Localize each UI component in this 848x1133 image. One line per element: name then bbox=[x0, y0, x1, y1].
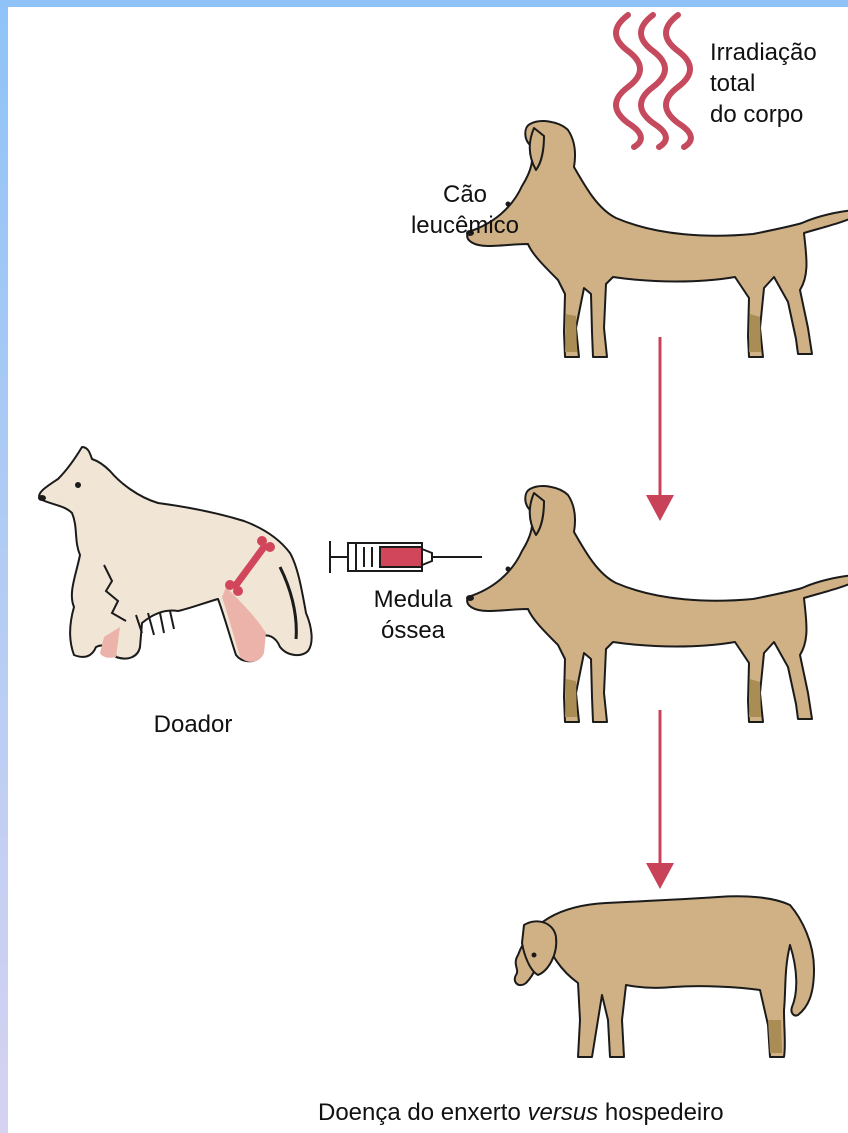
caption: Doença do enxerto versus hospedeiro bbox=[318, 1097, 724, 1128]
recipient-dog-illustration bbox=[466, 486, 848, 722]
leukemic-dog-label-line-2: leucêmico bbox=[390, 210, 540, 241]
leukemic-dog-label-line-1: Cão bbox=[390, 179, 540, 210]
leukemic-dog-label: Cão leucêmico bbox=[390, 179, 540, 241]
donor-label: Doador bbox=[118, 709, 268, 740]
irradiation-label-line-3: do corpo bbox=[710, 99, 817, 130]
irradiation-label-line-2: total bbox=[710, 68, 817, 99]
sick-dog-illustration bbox=[515, 896, 814, 1057]
bone-marrow-label: Medula óssea bbox=[348, 584, 478, 646]
syringe-icon bbox=[330, 541, 482, 573]
caption-text-after: hospedeiro bbox=[598, 1099, 723, 1126]
arrow-down-2 bbox=[646, 710, 674, 889]
caption-text-before: Doença do enxerto bbox=[318, 1099, 527, 1126]
radiation-icon bbox=[616, 15, 691, 147]
donor-dog-illustration bbox=[38, 447, 312, 662]
bone-marrow-label-line-1: Medula bbox=[348, 584, 478, 615]
bone-marrow-label-line-2: óssea bbox=[348, 615, 478, 646]
arrow-down-1 bbox=[646, 337, 674, 521]
caption-italic-text: versus bbox=[527, 1099, 598, 1126]
irradiation-label-line-1: Irradiação bbox=[710, 37, 817, 68]
diagram-canvas: Irradiação total do corpo Cão leucêmico … bbox=[8, 7, 848, 1133]
irradiation-label: Irradiação total do corpo bbox=[710, 37, 817, 130]
